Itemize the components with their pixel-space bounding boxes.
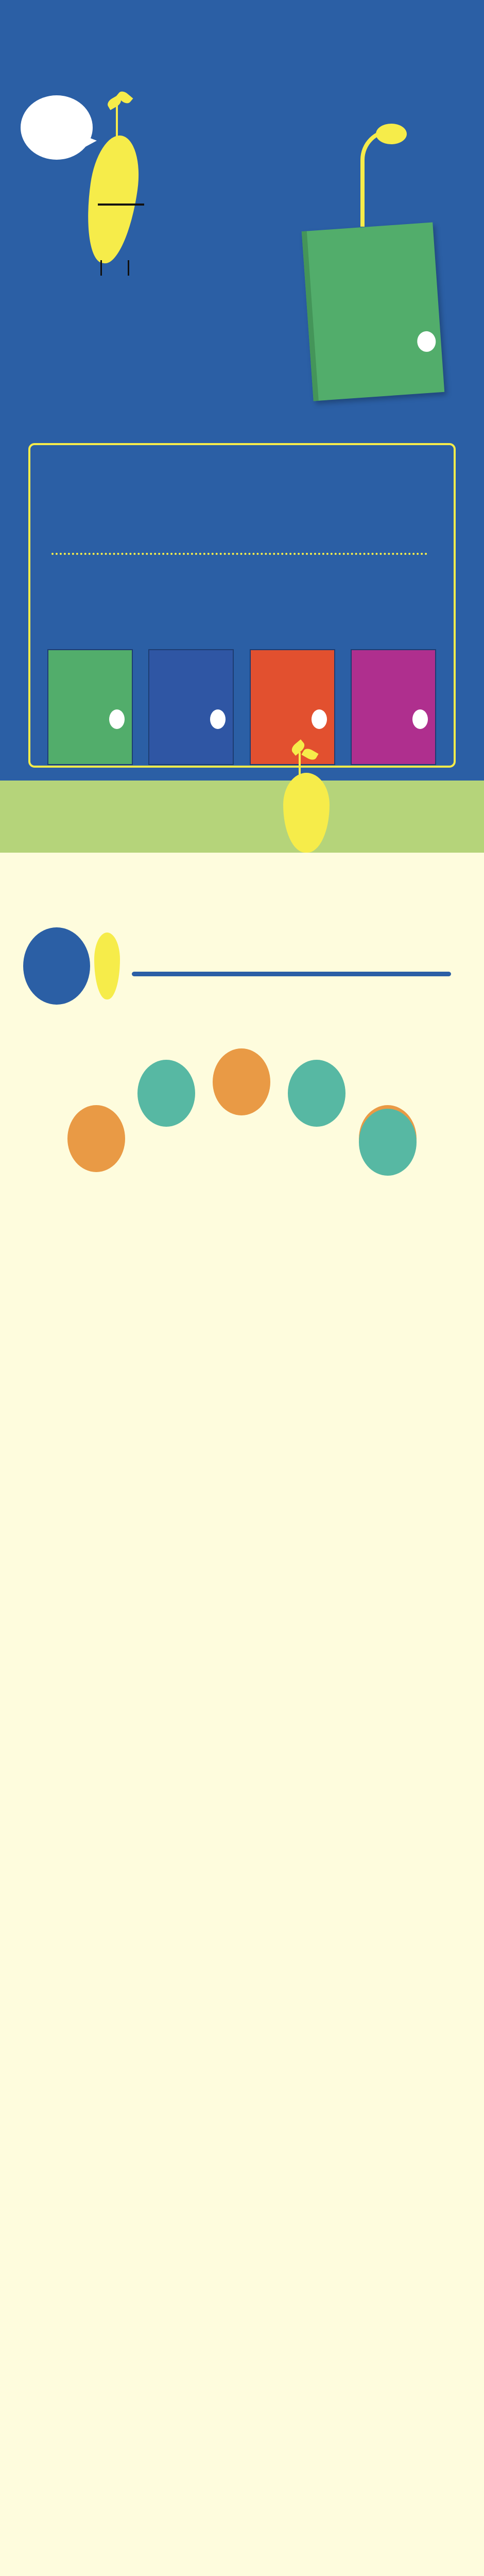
bean-mascot-icon [94, 933, 120, 999]
skill-vocabulary [288, 1060, 345, 1127]
skill-dummy [359, 1109, 417, 1176]
hero-book-cover [301, 222, 445, 401]
section-rule [132, 972, 451, 976]
skill-background [137, 1060, 195, 1127]
hero-section [0, 0, 484, 781]
sprout-leaf-icon [376, 124, 407, 144]
speech-bubble [21, 95, 97, 160]
section-badge [23, 927, 90, 1005]
book-cover-vol3[interactable] [250, 649, 335, 765]
dotted-divider [51, 553, 427, 555]
book-cover-vol4[interactable] [351, 649, 436, 765]
section-skills [0, 853, 484, 1327]
skill-fluency [67, 1105, 125, 1172]
secrets-heading-band [0, 781, 484, 853]
book-cover-vol2[interactable] [148, 649, 234, 765]
book-cover-vol1[interactable] [47, 649, 133, 765]
skill-strategy [213, 1048, 270, 1115]
grade-box [28, 443, 456, 768]
